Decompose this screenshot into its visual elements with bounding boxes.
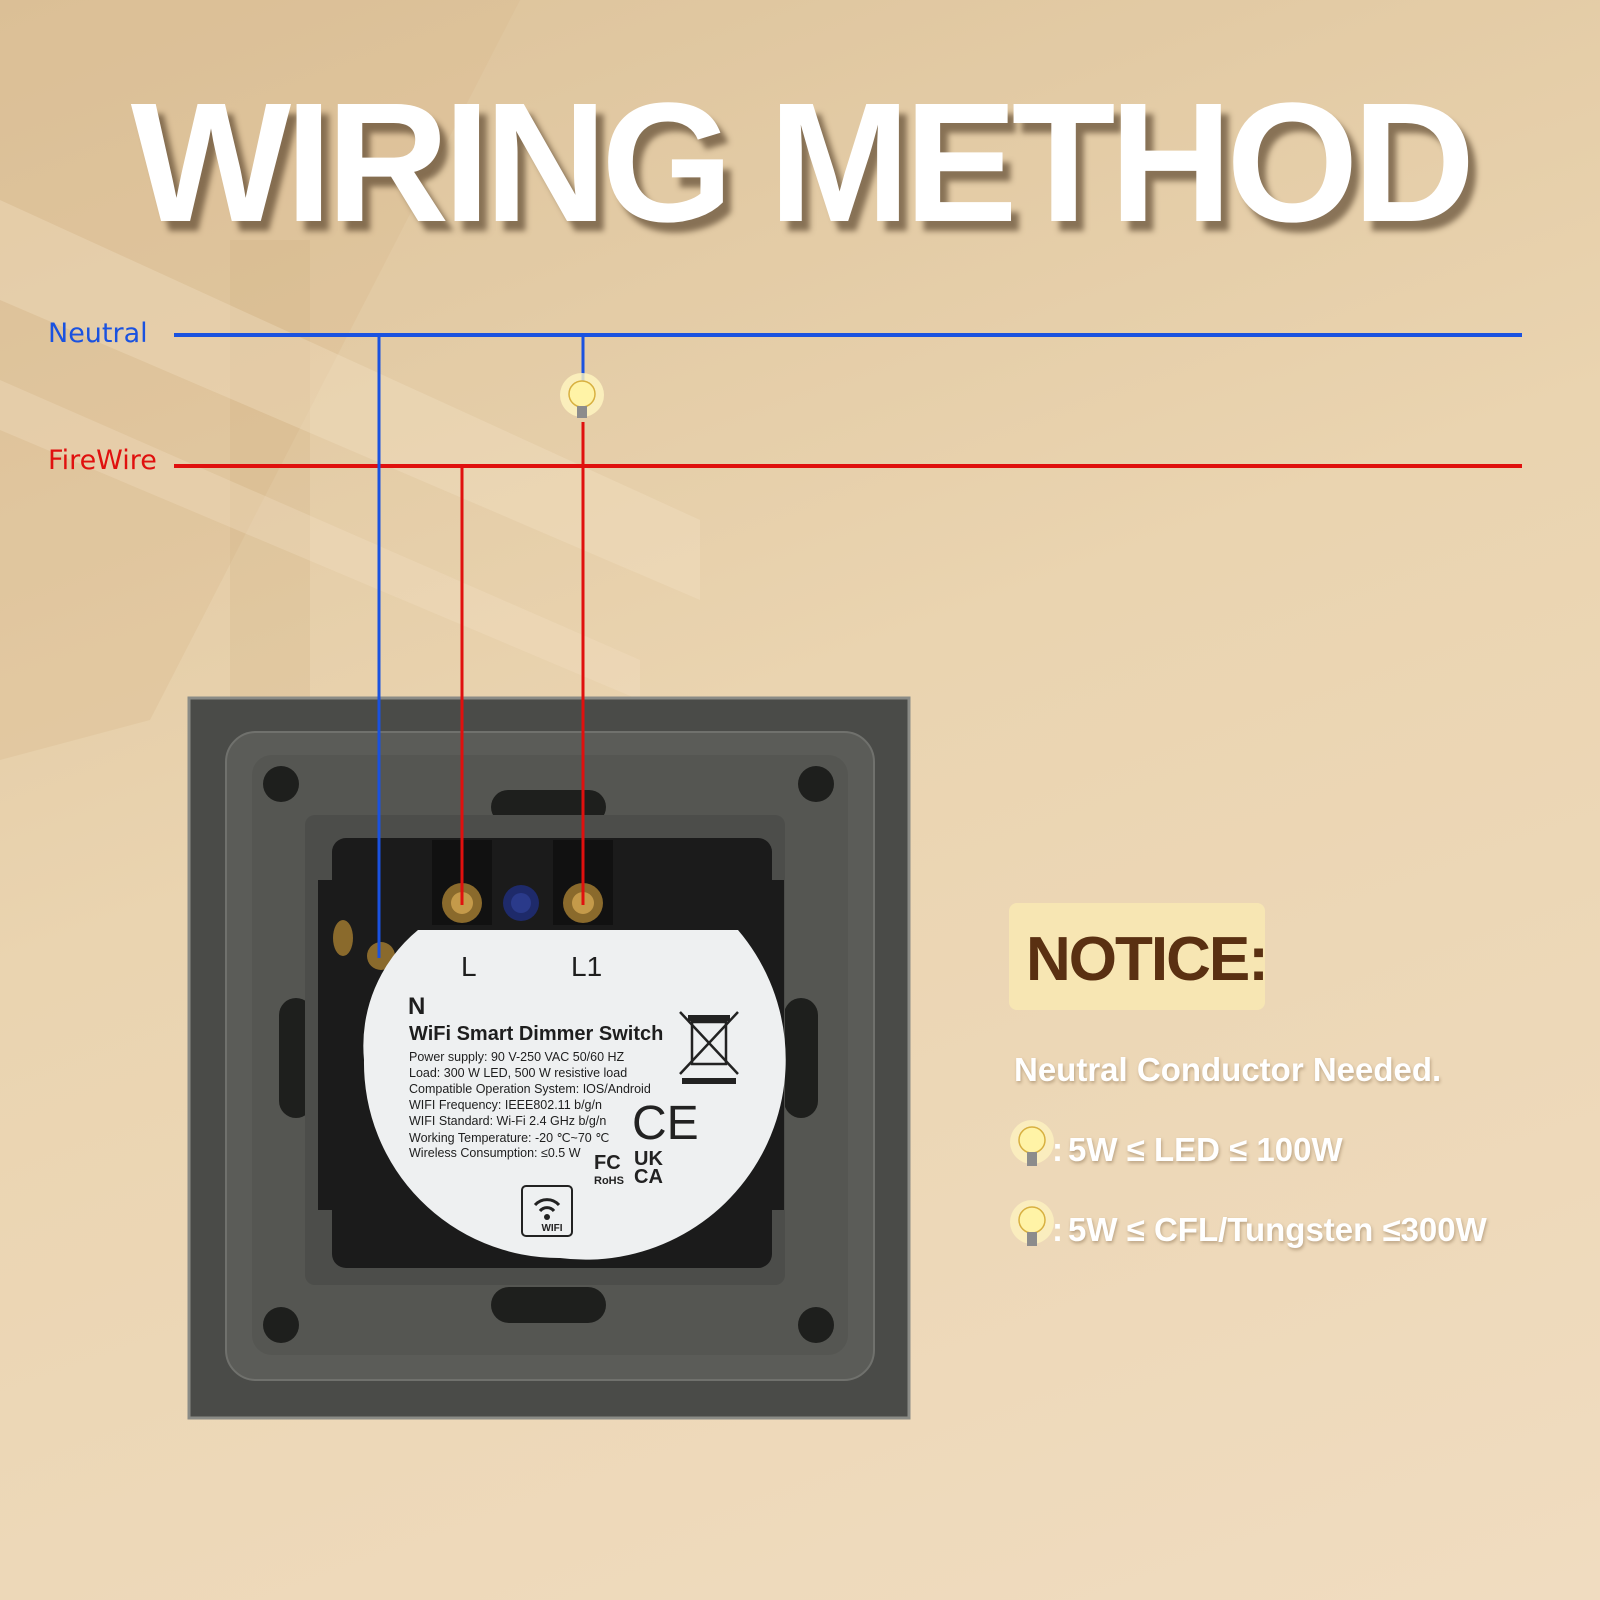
colon-text: : xyxy=(1052,1131,1063,1168)
notice-led-range: 5W ≤ LED ≤ 100W xyxy=(1068,1131,1343,1168)
terminal-screw-N xyxy=(367,942,395,970)
bulb-icon xyxy=(1010,1120,1054,1166)
notice-cfl-range: 5W ≤ CFL/Tungsten ≤300W xyxy=(1068,1211,1487,1248)
ce-mark: CE xyxy=(632,1097,699,1150)
terminal-N-label: N xyxy=(408,993,426,1020)
notice-heading: NOTICE: xyxy=(1026,925,1269,994)
product-name: WiFi Smart Dimmer Switch xyxy=(409,1023,664,1045)
mount-slot xyxy=(279,998,313,1118)
notice-box xyxy=(1009,903,1265,1010)
mount-hole xyxy=(263,766,299,802)
bulb-icon xyxy=(560,373,604,418)
wifi-badge-label: WIFI xyxy=(541,1223,563,1234)
page-title: WIRING METHOD xyxy=(130,68,1476,258)
spec-line: Power supply: 90 V-250 VAC 50/60 HZ xyxy=(409,1050,625,1064)
spec-line: Load: 300 W LED, 500 W resistive load xyxy=(409,1066,628,1080)
spec-line: Compatible Operation System: IOS/Android xyxy=(409,1082,651,1096)
rohs-mark: RoHS xyxy=(594,1175,624,1187)
terminal-L1-label: L1 xyxy=(571,951,603,982)
fc-mark: FC xyxy=(594,1152,621,1174)
mount-hole xyxy=(798,766,834,802)
mount-slot xyxy=(491,1287,606,1323)
colon-text: : xyxy=(1052,1211,1063,1248)
wifi-icon xyxy=(521,1185,573,1237)
mount-hole xyxy=(263,1307,299,1343)
mount-hole xyxy=(798,1307,834,1343)
firewire-label: FireWire xyxy=(48,445,157,476)
spec-line: Wireless Consumption: ≤0.5 W xyxy=(409,1146,581,1160)
bulb-icon xyxy=(1010,1200,1054,1246)
spec-line: WIFI Frequency: IEEE802.11 b/g/n xyxy=(409,1098,602,1112)
spec-line: WIFI Standard: Wi-Fi 2.4 GHz b/g/n xyxy=(409,1114,607,1128)
notice-neutral-text: Neutral Conductor Needed. xyxy=(1014,1051,1442,1088)
neutral-wire-label: Neutral xyxy=(48,318,148,349)
weee-bin-icon xyxy=(679,1011,739,1084)
spec-line: Working Temperature: -20 ℃~70 ℃ xyxy=(409,1131,610,1145)
terminal-L-label: L xyxy=(461,951,477,982)
mount-slot xyxy=(784,998,818,1118)
ukca-mark: UK CA xyxy=(634,1148,663,1188)
